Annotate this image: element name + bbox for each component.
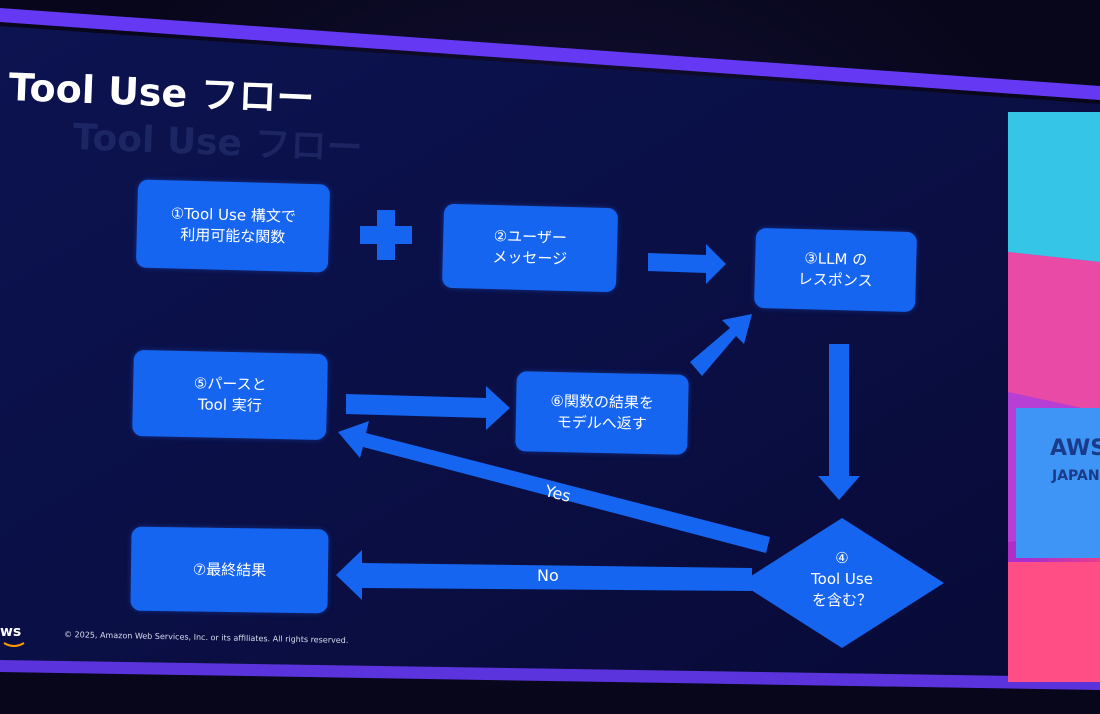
arrow-4-to-7-no — [336, 550, 752, 600]
arrow-6-to-3 — [690, 314, 752, 376]
node-5-line2: Tool 実行 — [197, 395, 262, 415]
side-screen-region: JAPAN — [1052, 468, 1100, 484]
node-6-return-result: ⑥関数の結果を モデルへ返す — [515, 371, 689, 455]
plus-icon — [360, 210, 412, 260]
node-2-user-message: ②ユーザー メッセージ — [441, 203, 619, 293]
arrow-2-to-3 — [648, 244, 726, 284]
node-3-line1: ③LLM の — [804, 249, 868, 269]
node-3-line2: レスポンス — [797, 270, 873, 290]
node-7-final-result: ⑦最終結果 — [130, 526, 329, 614]
aws-smile-icon — [3, 642, 25, 647]
decision-diamond — [740, 518, 944, 648]
node-4-line3: を含む？ — [811, 591, 872, 609]
arrow-3-to-4 — [818, 344, 860, 500]
arrow-4-to-5-yes — [338, 421, 770, 553]
node-4-line2: Tool Use — [811, 570, 873, 588]
node-5-parse-and-execute: ⑤パースと Tool 実行 — [132, 349, 328, 441]
node-4-line1: ④ — [835, 549, 849, 567]
node-2-line2: メッセージ — [492, 248, 568, 268]
node-3-llm-response: ③LLM の レスポンス — [753, 227, 918, 313]
node-1-tool-use-syntax: ①Tool Use 構文で 利用可能な関数 — [135, 179, 331, 273]
node-6-line1: ⑥関数の結果を — [550, 391, 655, 413]
node-5-line1: ⑤パースと — [193, 374, 267, 394]
side-screen — [1008, 112, 1100, 682]
edge-label-no: No — [537, 566, 559, 585]
side-screen-brand: AWS — [1050, 436, 1100, 461]
node-7-line1: ⑦最終結果 — [192, 559, 267, 580]
aws-logo: ws — [0, 624, 22, 640]
node-1-line2: 利用可能な関数 — [180, 225, 286, 247]
node-4-decision-text: ④ Tool Use を含む？ — [782, 548, 902, 611]
node-2-line1: ②ユーザー — [493, 227, 568, 247]
node-6-line2: モデルへ返す — [556, 413, 647, 433]
arrow-5-to-6 — [346, 386, 510, 430]
